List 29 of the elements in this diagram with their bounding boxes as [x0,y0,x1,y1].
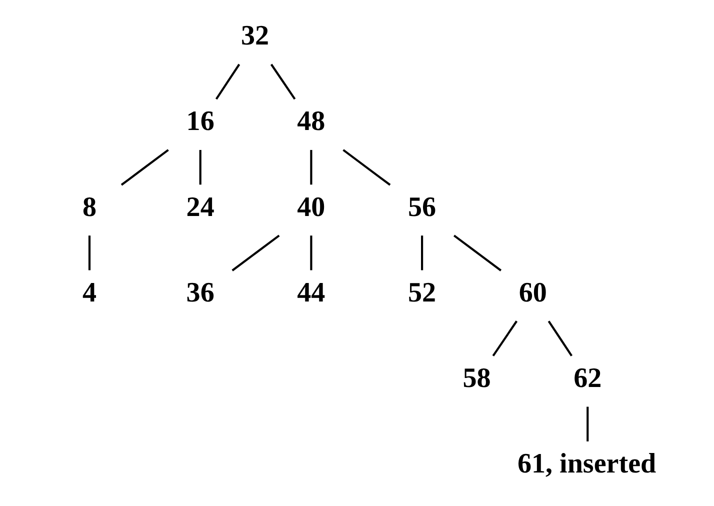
node-text: 61, inserted [516,448,656,480]
connector [586,406,588,442]
node-text: 52 [408,277,436,308]
node-text: 60 [518,277,546,308]
node-text: 56 [408,192,436,223]
connector [270,64,296,100]
connector [120,149,168,186]
connector [420,236,423,270]
node-text: 36 [186,277,214,308]
node-text: 4 [82,277,96,308]
connector [198,150,201,185]
node-text: 40 [296,192,325,223]
connector [310,236,312,270]
node-text: 32 [240,20,269,52]
connector [342,149,390,186]
connector [452,234,502,272]
node-text: 44 [296,277,325,308]
node-text: 8 [82,192,96,223]
node-text: 62 [573,363,602,394]
node-text: 48 [296,106,325,138]
node-text: 16 [186,106,214,138]
node-text: 58 [462,363,490,394]
connector [547,320,572,356]
connector [492,320,518,356]
node-text: 24 [186,192,214,223]
connector [88,236,90,270]
connector [231,234,280,272]
connector [214,64,240,100]
connector [310,150,312,185]
